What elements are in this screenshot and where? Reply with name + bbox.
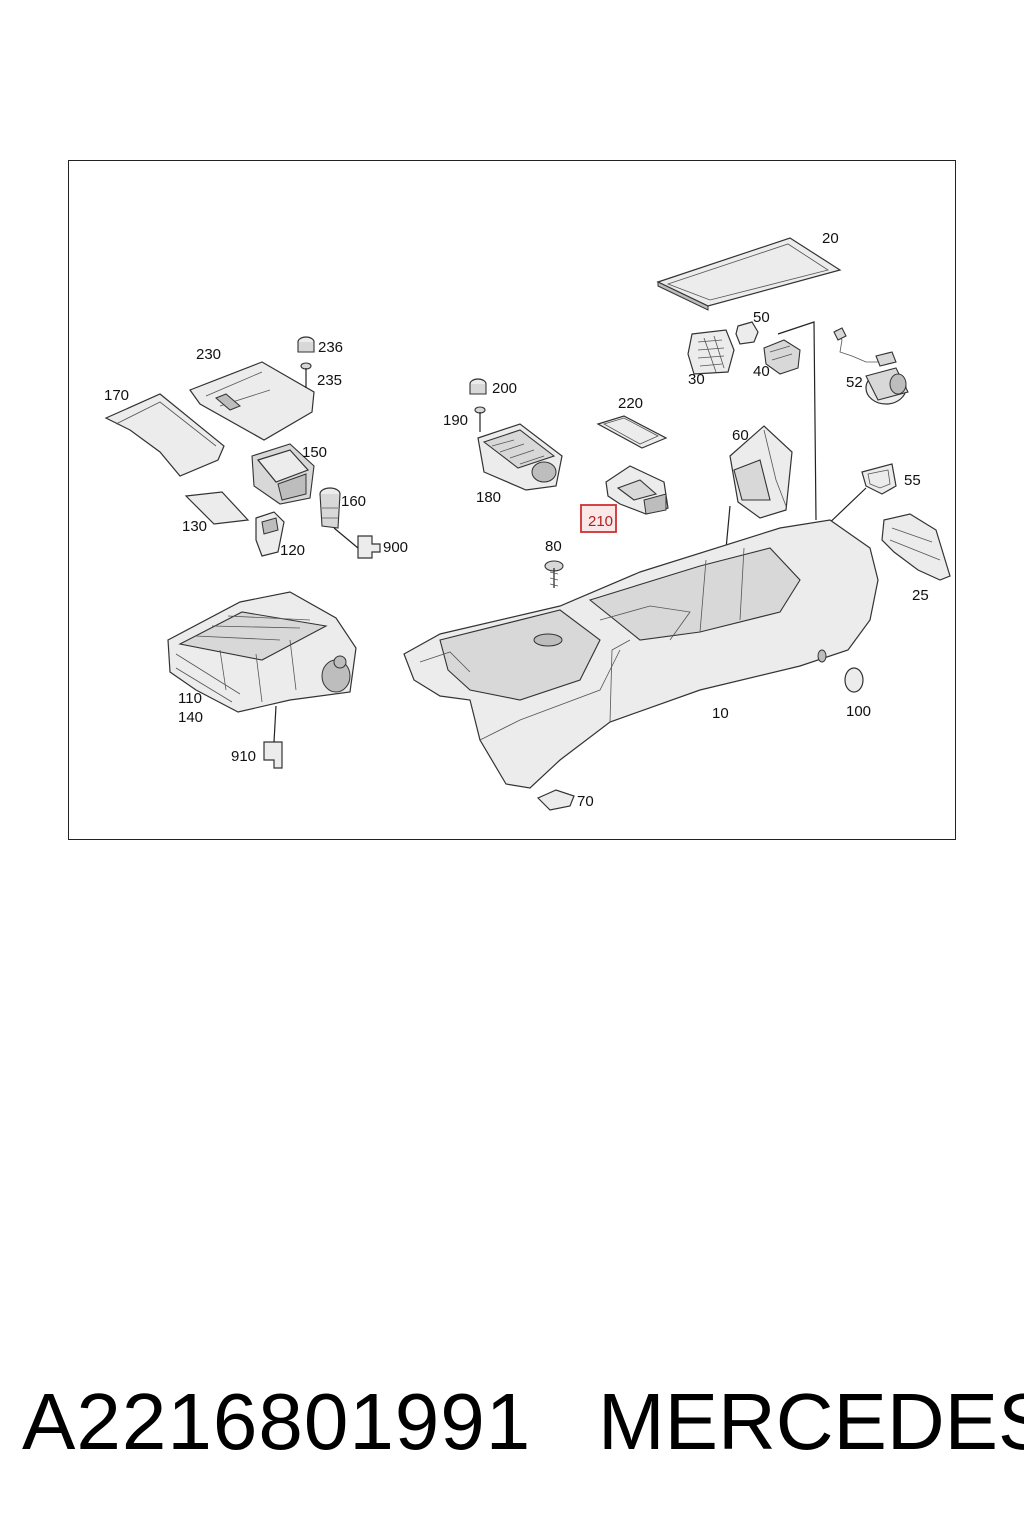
label-130: 130 [182,518,207,535]
part-52-cable-unit[interactable] [833,327,909,405]
part-190-screw[interactable] [474,406,486,432]
label-110: 110 [178,690,202,707]
part-110-140-base-unit[interactable] [167,591,357,713]
part-236-cap[interactable] [297,336,315,353]
highlight-box-210 [580,504,617,533]
label-30: 30 [688,371,705,388]
label-140: 140 [178,709,203,726]
part-900-connector[interactable] [357,535,381,559]
part-55-clip[interactable] [861,463,897,495]
caption-bar: A2216801991 MERCEDES [0,1372,1024,1472]
part-150-tray[interactable] [251,443,315,505]
part-160-switch[interactable] [319,487,341,529]
label-210[interactable]: 210 [588,513,613,530]
label-170: 170 [104,387,129,404]
part-40-socket[interactable] [763,339,801,375]
label-235: 235 [317,372,342,389]
label-52: 52 [846,374,863,391]
brand-name: MERCEDES [598,1377,1024,1466]
label-60: 60 [732,427,749,444]
part-80-screw[interactable] [544,560,564,588]
part-130-pad[interactable] [184,491,250,525]
part-100-plug[interactable] [844,667,864,693]
label-50: 50 [753,309,770,326]
label-120: 120 [280,542,305,559]
label-55: 55 [904,472,921,489]
part-210-holder[interactable] [605,465,669,515]
label-220: 220 [618,395,643,412]
label-230: 230 [196,346,221,363]
label-900: 900 [383,539,408,556]
label-236: 236 [318,339,343,356]
part-200-cap[interactable] [469,378,487,395]
part-30-cover[interactable] [687,329,735,375]
part-10-center-console[interactable] [403,519,879,789]
label-100: 100 [846,703,871,720]
label-150: 150 [302,444,327,461]
part-number: A2216801991 [22,1377,532,1466]
label-70: 70 [577,793,594,810]
part-70-clip[interactable] [536,789,575,811]
label-160: 160 [341,493,366,510]
label-40: 40 [753,363,770,380]
part-235-screw[interactable] [300,362,312,388]
part-20-mat[interactable] [656,237,842,311]
part-220-frame[interactable] [596,415,668,449]
label-10: 10 [712,705,729,722]
part-50-bulb[interactable] [735,321,759,345]
part-910-connector[interactable] [263,741,283,769]
label-25: 25 [912,587,929,604]
label-20: 20 [822,230,839,247]
label-200: 200 [492,380,517,397]
label-910: 910 [231,748,256,765]
part-60-bracket[interactable] [729,425,793,519]
part-120-switch[interactable] [255,511,285,557]
part-230-cover[interactable] [189,361,315,441]
part-170-cover[interactable] [104,393,225,477]
label-190: 190 [443,412,468,429]
label-80: 80 [545,538,562,555]
part-25-end-cover[interactable] [881,513,951,581]
label-180: 180 [476,489,501,506]
part-180-switch-panel[interactable] [477,423,563,491]
